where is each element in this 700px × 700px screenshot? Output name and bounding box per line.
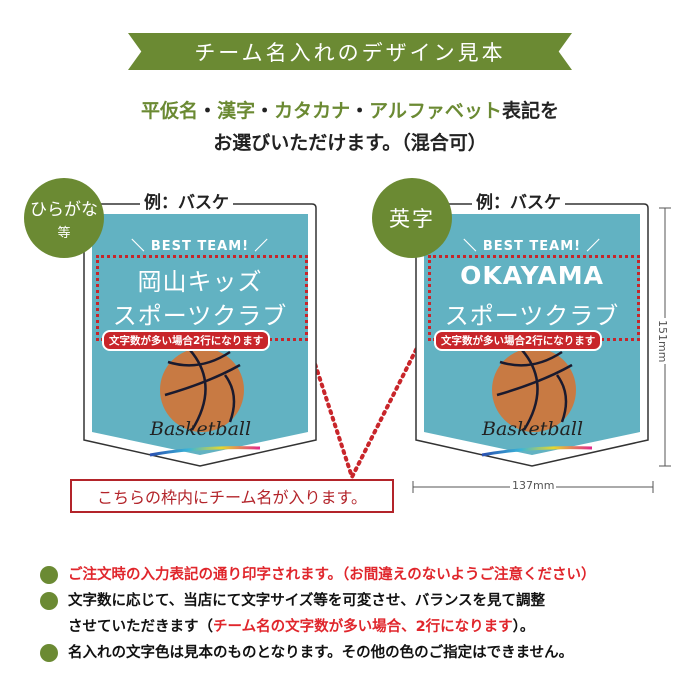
separator: ・ (198, 100, 218, 122)
bullet-dot-icon (40, 566, 58, 584)
banner-title: チーム名入れのデザイン見本 (194, 40, 506, 65)
note-text: ）。 (512, 619, 535, 635)
note-text: ご注文時の入力表記の通り印字されます。（お間違えのないようご注意ください） (68, 567, 596, 583)
note-item: ご注文時の入力表記の通り印字されます。（お間違えのないようご注意ください） (40, 562, 680, 588)
alphabet-label: アルファベット (369, 100, 502, 122)
katakana-label: カタカナ (274, 100, 351, 122)
pennant-hiragana: 例：バスケ ＼ BEST TEAM! ／ 岡山キッズ スポーツクラブ 文字数が多… (80, 188, 340, 470)
callout-text: こちらの枠内にチーム名が入ります。 (97, 488, 367, 507)
note-text-highlight: チーム名の文字数が多い場合、2行になります (213, 619, 513, 635)
two-line-note: 文字数が多い場合2行になります (434, 330, 603, 351)
team-name-callout: こちらの枠内にチーム名が入ります。 (70, 479, 394, 513)
note-text: 文字数に応じて、当店にて文字サイズ等を可変させ、バランスを見て調整 (68, 593, 546, 609)
team-name-line-1: 岡山キッズ (137, 268, 263, 296)
subtitle-line-2: お選びいただけます。（混合可） (213, 132, 487, 154)
note-item: 文字数に応じて、当店にて文字サイズ等を可変させ、バランスを見て調整 (40, 588, 680, 614)
team-name-line-2: スポーツクラブ (112, 302, 288, 330)
example-label: 例：バスケ (472, 188, 565, 213)
note-text: 名入れの文字色は見本のものとなります。その他の色のご指定はできません。 (68, 645, 574, 661)
badge-main: ひらがな (30, 200, 98, 220)
team-name-line-2: スポーツクラブ (444, 302, 620, 330)
note-text: させていただきます（ (68, 619, 213, 635)
best-team-text: ＼ BEST TEAM! ／ (463, 239, 601, 254)
two-line-note: 文字数が多い場合2行になります (102, 330, 271, 351)
best-team-text: ＼ BEST TEAM! ／ (131, 239, 269, 254)
basketball-logo-text: Basketball (482, 418, 584, 440)
separator: ・ (350, 100, 370, 122)
bullet-dot-icon (40, 644, 58, 662)
subtitle-suffix: 表記を (501, 100, 559, 122)
bullet-dot-icon (40, 592, 58, 610)
example-label: 例：バスケ (140, 188, 233, 213)
hiragana-badge: ひらがな 等 (24, 178, 104, 258)
separator: ・ (255, 100, 275, 122)
height-dimension: 151mm (656, 318, 669, 365)
kanji-label: 漢字 (217, 100, 256, 122)
basketball-logo-text: Basketball (150, 418, 252, 440)
hiragana-label: 平仮名 (141, 100, 199, 122)
width-dimension: 137mm (510, 479, 557, 492)
notes-list: ご注文時の入力表記の通り印字されます。（お間違えのないようご注意ください） 文字… (40, 562, 680, 666)
subtitle-line-1: 平仮名・漢字・カタカナ・アルファベット表記を (0, 96, 700, 123)
pennant-alphabet: 例：バスケ ＼ BEST TEAM! ／ OKAYAMA スポーツクラブ 文字数… (412, 188, 672, 470)
team-name-line-1: OKAYAMA (460, 261, 604, 290)
title-banner: チーム名入れのデザイン見本 (128, 33, 572, 70)
alphabet-badge: 英字 (372, 178, 452, 258)
badge-sub: 等 (57, 226, 71, 241)
note-item-continued: させていただきます（チーム名の文字数が多い場合、2行になります）。 (40, 614, 680, 640)
badge-main: 英字 (389, 207, 435, 231)
note-item: 名入れの文字色は見本のものとなります。その他の色のご指定はできません。 (40, 640, 680, 666)
